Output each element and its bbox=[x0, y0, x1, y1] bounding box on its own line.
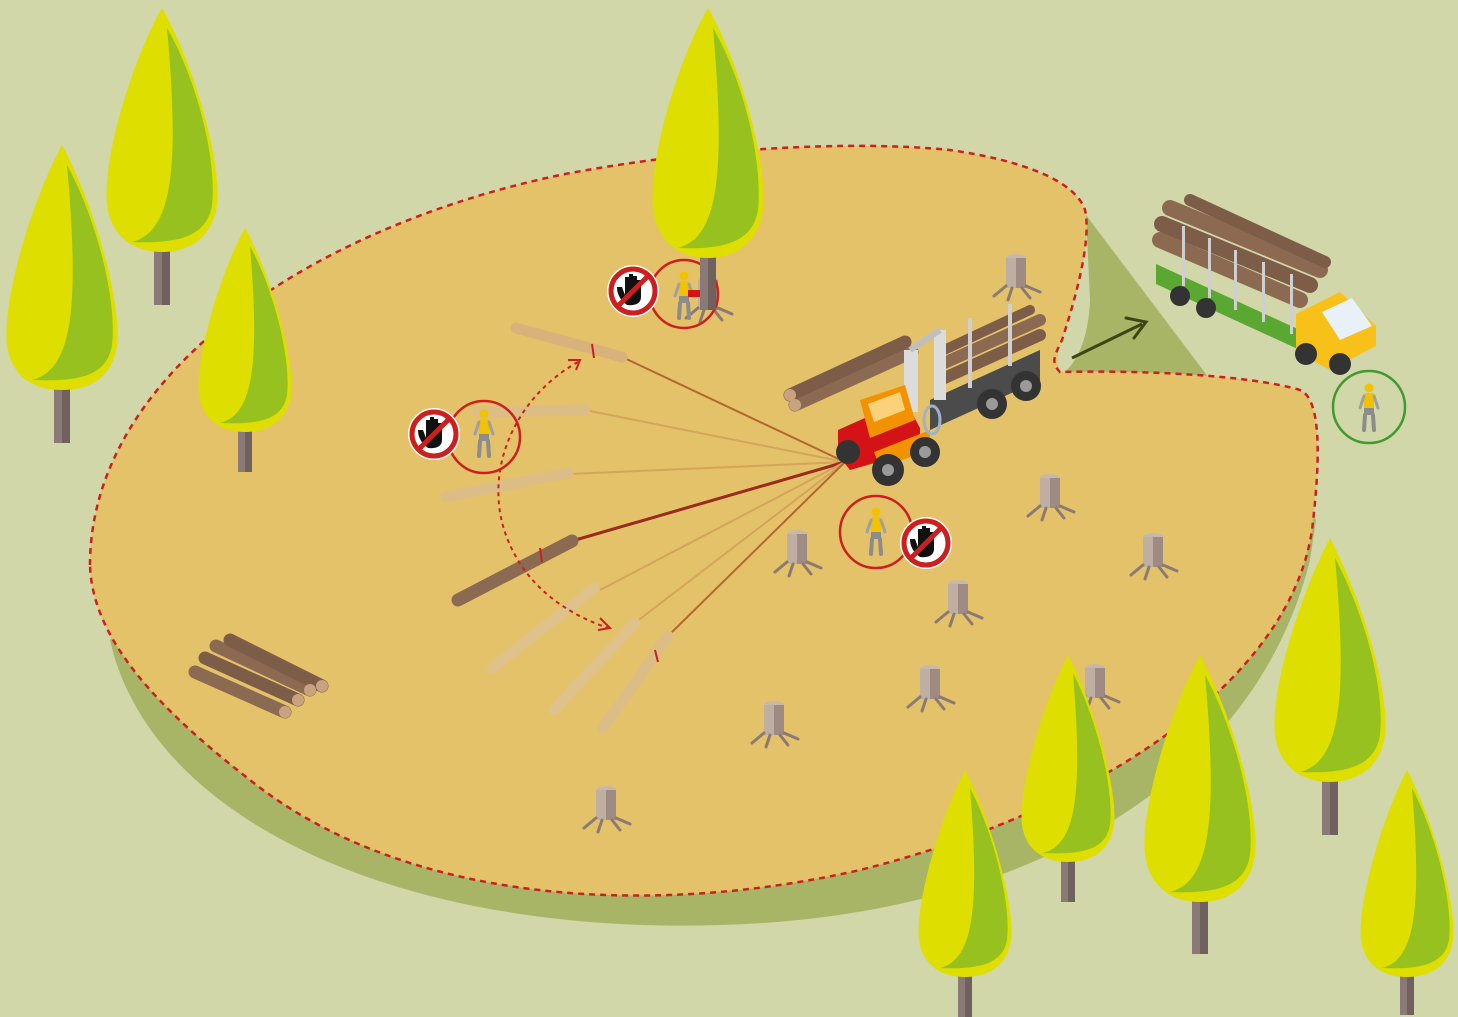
stop-hand-icon bbox=[607, 265, 659, 317]
log-icon bbox=[478, 410, 585, 412]
stop-hand-icon bbox=[408, 408, 460, 460]
stop-hand-icon bbox=[900, 517, 952, 569]
